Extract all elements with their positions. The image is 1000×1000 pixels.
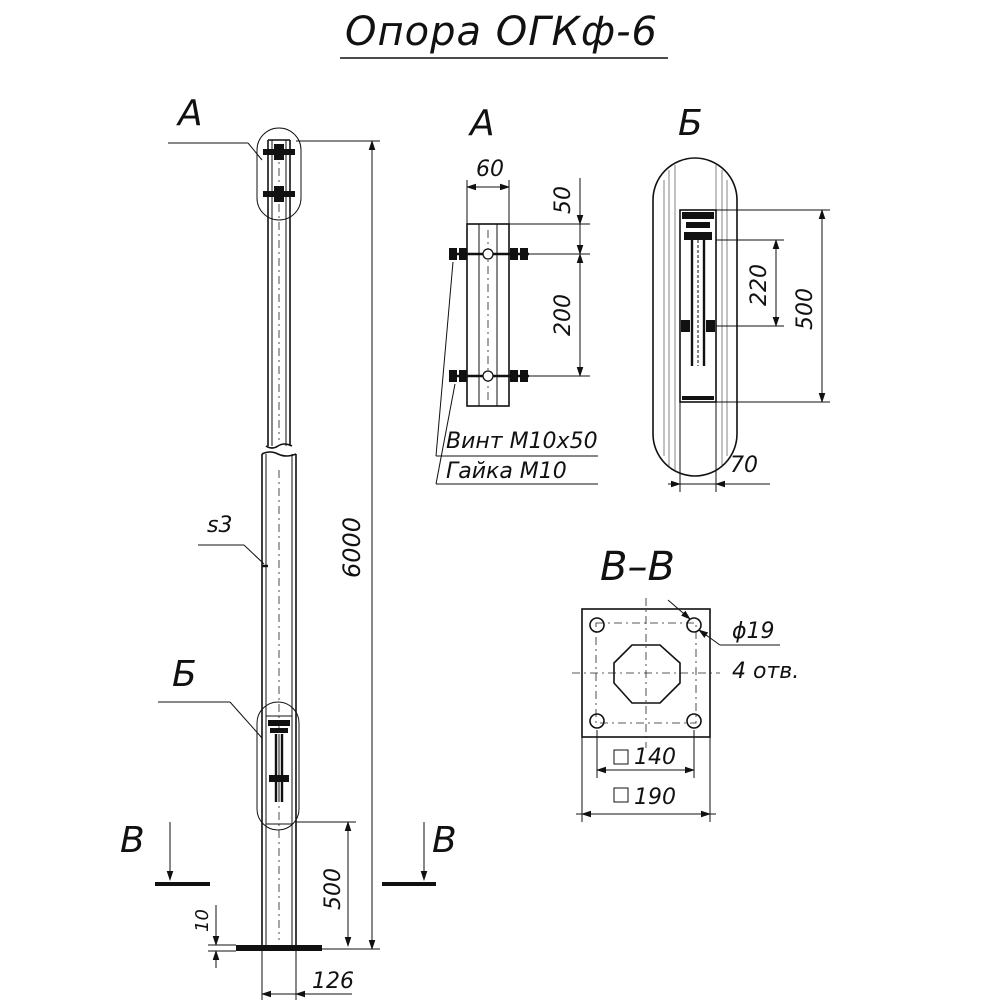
detail-a-nut-label: Гайка М10 <box>446 459 567 484</box>
detail-a-bolt-bottom <box>449 370 529 382</box>
detail-b-title: Б <box>678 103 703 144</box>
callout-b-region <box>256 701 300 831</box>
upper-tube <box>267 139 291 446</box>
section-mark-right: В <box>382 820 457 886</box>
detail-a: А 60 <box>435 103 598 485</box>
detail-b-outer-dim: 500 <box>793 288 818 330</box>
detail-b-width-dim: 70 <box>730 453 758 478</box>
detail-b-inner-dim: 220 <box>747 264 772 306</box>
section-vv: В–В ϕ19 4 отв. 140 190 <box>572 544 799 822</box>
section-left-letter: В <box>120 820 145 861</box>
section-mark-left: В <box>120 820 210 886</box>
height-dimension: 6000 <box>296 141 380 949</box>
section-right-letter: В <box>432 820 457 861</box>
lower-dimension: 500 <box>296 822 356 946</box>
callout-a-leader-tip <box>247 142 263 161</box>
base-plate <box>236 945 322 951</box>
section-vv-octagon <box>613 644 681 704</box>
section-vv-hole-bl <box>589 713 605 729</box>
base-thickness-text: 10 <box>192 909 213 932</box>
detail-a-top-dim: 50 <box>551 186 576 214</box>
detail-a-title: А <box>468 103 495 144</box>
lower-dim-text: 500 <box>321 868 346 910</box>
section-vv-hole-br <box>686 713 702 729</box>
callout-a-label: А <box>176 93 203 134</box>
height-dim-text: 6000 <box>338 517 366 578</box>
callout-b-label: Б <box>172 654 197 695</box>
wall-leader-tip <box>243 544 265 565</box>
drawing-title: Опора ОГКф-6 <box>345 9 658 55</box>
base-width-text: 126 <box>312 969 354 994</box>
main-view: А Б s3 6000 500 10 <box>120 93 457 1000</box>
section-vv-outer-dim: 190 <box>634 785 676 810</box>
section-vv-hole-tr <box>686 617 702 633</box>
title-block: Опора ОГКф-6 <box>340 9 668 59</box>
lower-tube <box>261 454 297 946</box>
detail-a-spacing-dim: 200 <box>551 294 576 336</box>
section-vv-hole-dia: ϕ19 <box>732 619 775 644</box>
callout-b-leader-tip <box>229 701 263 739</box>
detail-a-width-dim: 60 <box>476 157 504 182</box>
section-vv-inner-dim: 140 <box>634 745 676 770</box>
section-vv-hole-tl <box>589 617 605 633</box>
base-width-dimension: 126 <box>262 951 354 1000</box>
section-vv-hole-count: 4 отв. <box>732 659 799 684</box>
break-gap <box>261 443 297 457</box>
detail-b: Б 220 500 <box>652 103 830 492</box>
detail-a-screw-label: Винт М10х50 <box>446 429 598 454</box>
section-vv-title: В–В <box>600 544 675 590</box>
base-thickness-dimension: 10 <box>192 905 236 968</box>
callout-a-region <box>256 127 302 221</box>
wall-thickness-label: s3 <box>207 513 232 538</box>
detail-a-bolt-top <box>449 248 529 260</box>
